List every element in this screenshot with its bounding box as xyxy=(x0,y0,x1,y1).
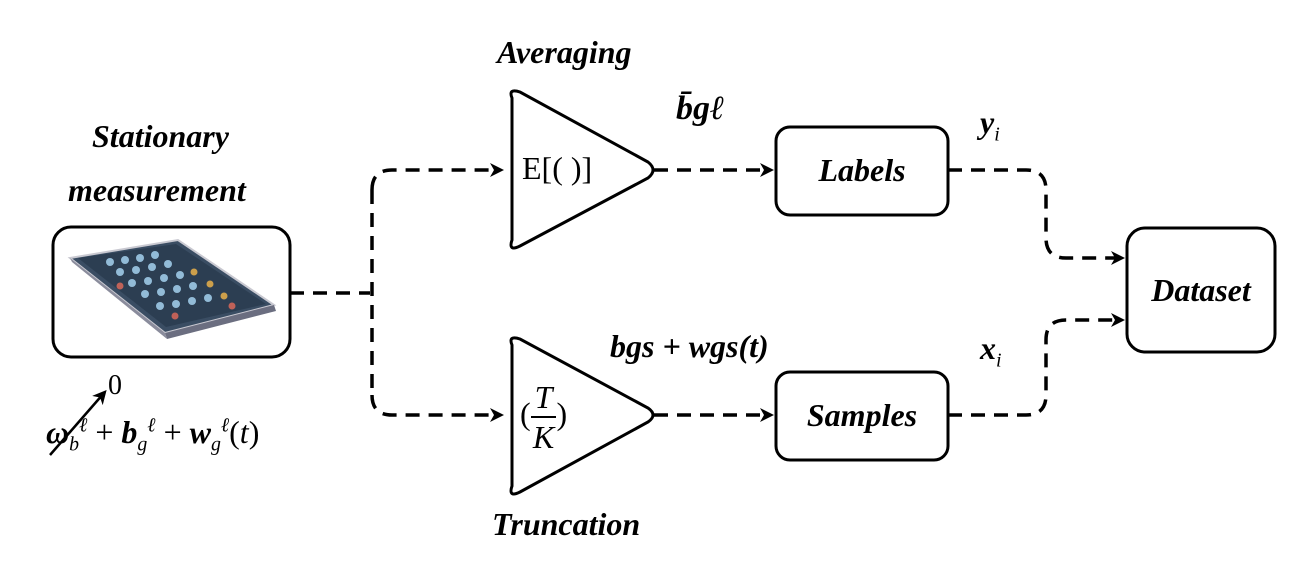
source-title-line2: measurement xyxy=(68,172,246,208)
samples-label: Samples xyxy=(806,397,918,433)
cancel-arrow xyxy=(49,389,107,456)
smartphone-image xyxy=(67,238,277,339)
label-symbol-yi: yi xyxy=(980,104,1000,146)
truncation-denominator: K xyxy=(532,419,555,455)
labels-label: Labels xyxy=(818,152,906,188)
split-connector-lower xyxy=(370,394,504,422)
dataset-box xyxy=(1125,226,1277,354)
split-connector xyxy=(370,163,504,191)
truncation-triangle xyxy=(509,336,655,496)
averaging-caption: Averaging xyxy=(497,34,632,70)
truncation-caption: Truncation xyxy=(492,506,641,542)
dataset-label: Dataset xyxy=(1151,272,1251,308)
sample-symbol-xi: xi xyxy=(980,330,1002,372)
averaging-triangle xyxy=(509,89,655,250)
truncation-output-symbol: bgs + wgs(t) xyxy=(610,328,769,364)
samples-to-dataset xyxy=(948,313,1125,417)
zero-label: 0 xyxy=(108,370,122,401)
averaging-operator: E[( )] xyxy=(522,150,593,186)
source-title-line1: Stationary xyxy=(92,118,229,154)
truncation-numerator: T xyxy=(530,378,557,418)
averaging-output-symbol: b̄gℓ xyxy=(676,90,725,127)
measurement-expression: ωbℓ + bgℓ + wgℓ(t) xyxy=(46,414,260,456)
labels-to-dataset xyxy=(948,168,1125,265)
